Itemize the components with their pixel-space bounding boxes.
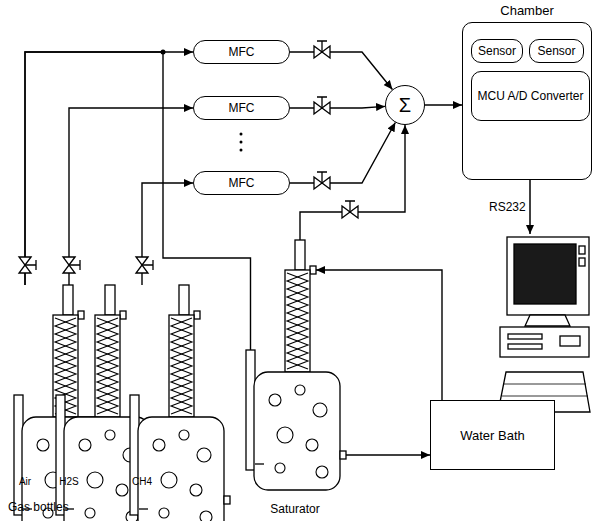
node-text: Air	[19, 476, 31, 487]
node-text: MFC	[229, 101, 255, 115]
node-text: CH4	[132, 476, 152, 487]
gas-line	[346, 454, 430, 455]
flow-controller-box: MFC	[193, 171, 290, 195]
water-bath-box: Water Bath	[430, 400, 555, 470]
gas-line	[142, 183, 193, 285]
sensor-box: Sensor	[529, 39, 584, 63]
valve-symbol	[342, 201, 358, 218]
ellipsis-dots	[240, 133, 243, 152]
gas-line	[300, 125, 405, 240]
gas-bottle: Air	[8, 285, 42, 495]
flow-controller-box: MFC	[193, 96, 290, 120]
gas-line	[25, 52, 193, 285]
node-text: H2S	[59, 476, 78, 487]
saturator-vessel: Saturator	[240, 240, 350, 518]
group-label: Gas bottles	[8, 500, 69, 514]
node-text: Sensor	[478, 44, 516, 58]
node-text: Σ	[399, 94, 411, 117]
mixer-circle: Σ	[385, 85, 425, 125]
node-text: MFC	[229, 176, 255, 190]
valve-symbol	[136, 257, 153, 273]
gas-line	[290, 52, 392, 89]
gas-line	[290, 123, 395, 183]
gas-line	[290, 106, 385, 108]
serial-link-arrow	[529, 180, 531, 234]
chamber-box: SensorSensorMCU A/D ConverterChamber	[462, 22, 592, 180]
undefined-outline	[50, 285, 147, 309]
node-text: MFC	[229, 45, 255, 59]
sensor-box: Sensor	[471, 39, 523, 63]
undefined-outline	[124, 285, 221, 309]
junction-dot	[161, 50, 166, 55]
undefined-outline	[240, 240, 280, 280]
node-text: Sensor	[537, 44, 575, 58]
gas-bottle: CH4	[124, 285, 160, 495]
valve-symbol	[314, 172, 330, 189]
valve-symbol	[19, 257, 36, 273]
valve-symbol	[63, 257, 80, 273]
heading-text: Chamber	[463, 3, 591, 18]
gas-bottle: H2S	[50, 285, 88, 495]
node-text: Saturator	[270, 502, 319, 516]
undefined-outline	[8, 285, 105, 309]
valve-symbol	[314, 41, 330, 58]
interface-label: RS232	[489, 200, 526, 214]
flow-controller-box: MFC	[193, 40, 290, 64]
mcu-box: MCU A/D Converter	[471, 71, 590, 121]
valve-symbol	[314, 97, 330, 114]
computer-illustration	[498, 237, 590, 412]
node-text: Water Bath	[460, 428, 525, 443]
gas-line	[425, 104, 462, 105]
node-text: MCU A/D Converter	[477, 89, 583, 103]
